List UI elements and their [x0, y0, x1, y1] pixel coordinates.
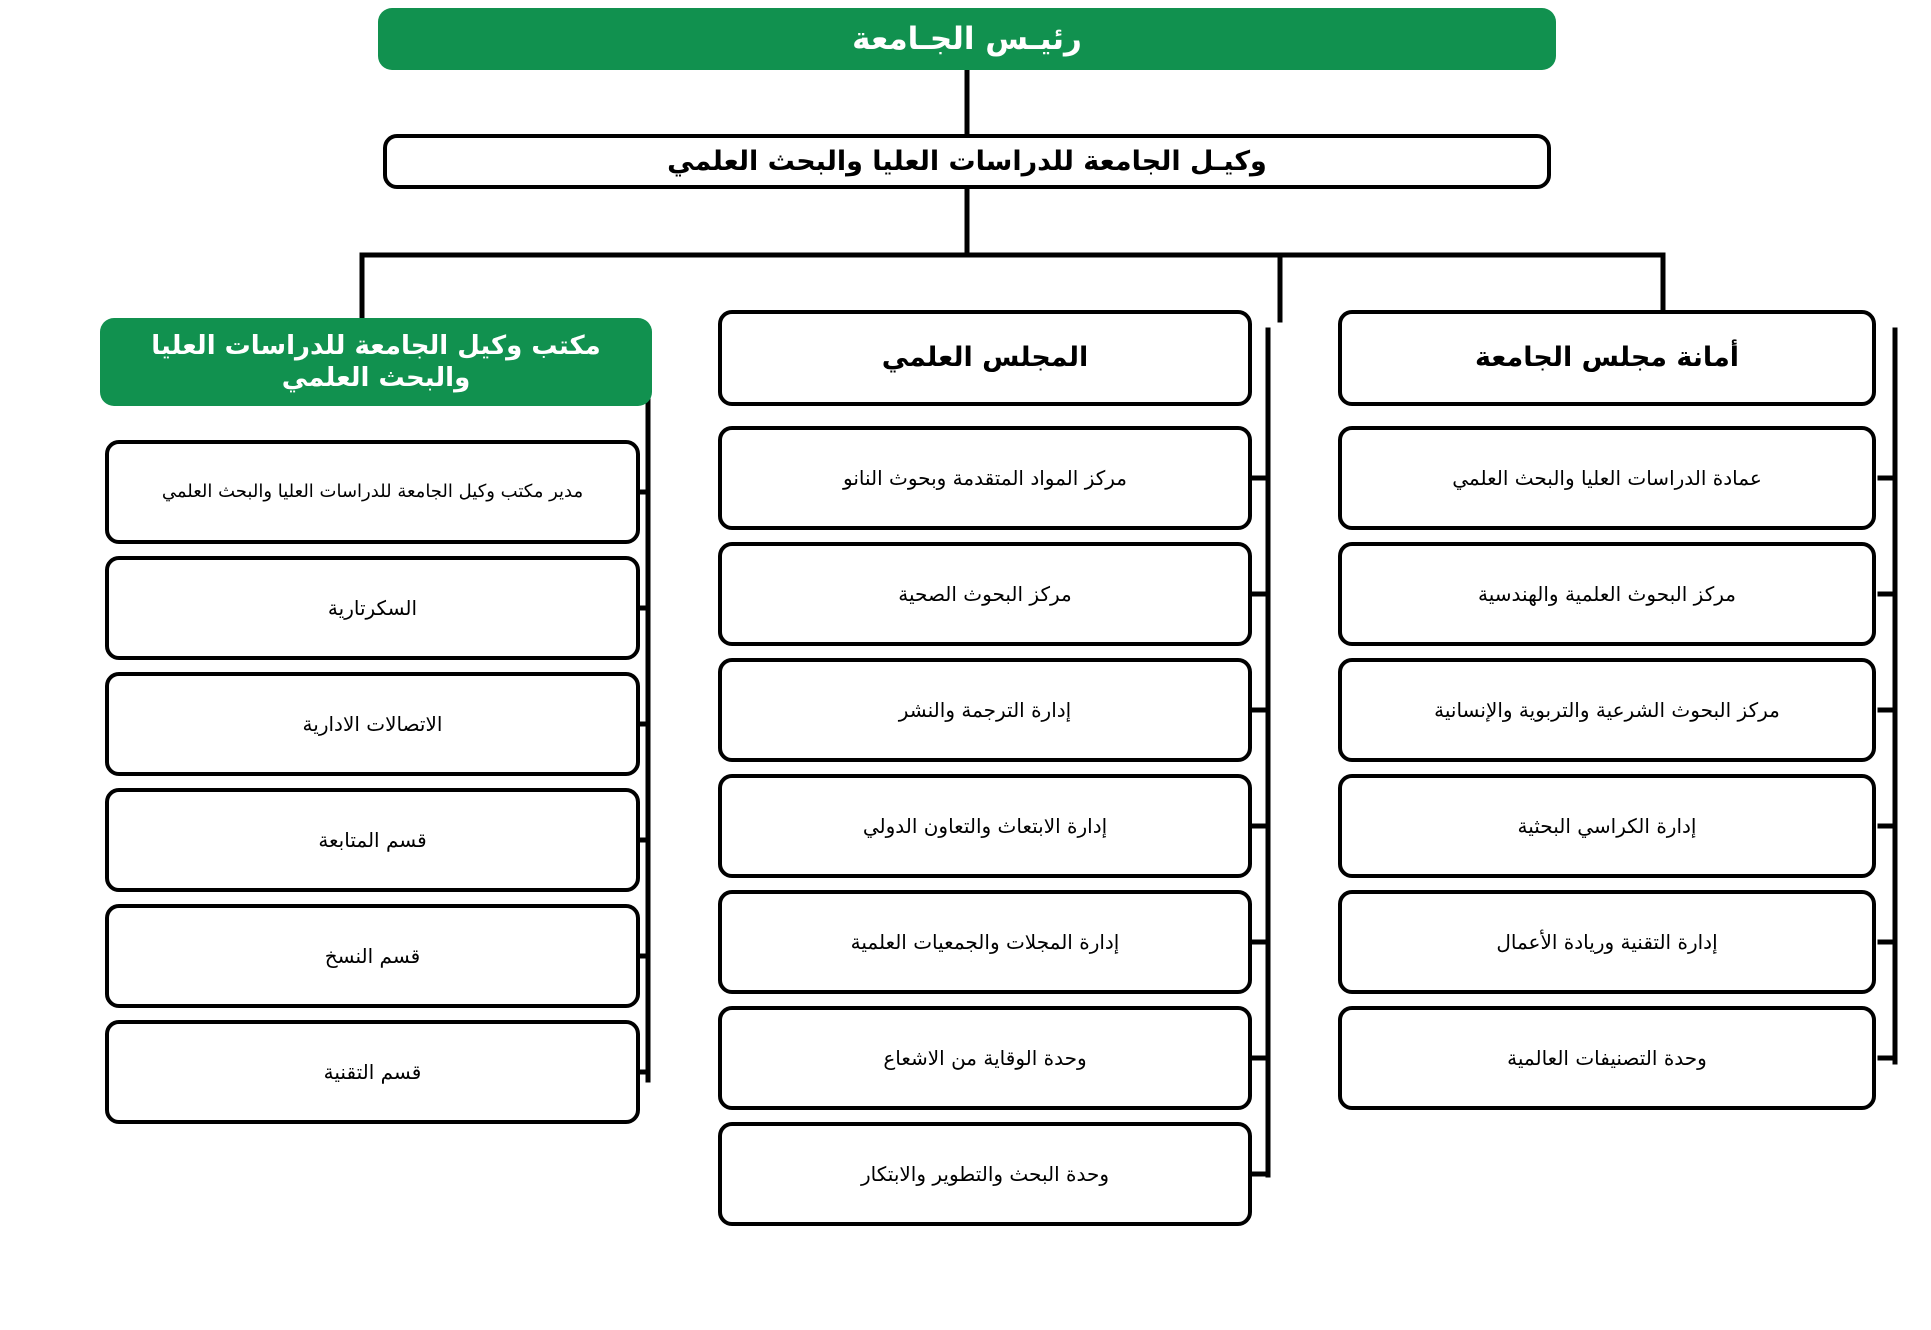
node-office-item-2[interactable]: السكرتارية [105, 556, 640, 660]
node-office-item-3[interactable]: الاتصالات الادارية [105, 672, 640, 776]
node-council-item-1[interactable]: مركز المواد المتقدمة وبحوث النانو [718, 426, 1252, 530]
node-secretariat-item-1-label: عمادة الدراسات العليا والبحث العلمي [1452, 465, 1762, 490]
node-secretariat-item-6[interactable]: وحدة التصنيفات العالمية [1338, 1006, 1876, 1110]
node-secretariat-item-6-label: وحدة التصنيفات العالمية [1507, 1045, 1707, 1070]
node-council-item-5-label: إدارة المجلات والجمعيات العلمية [850, 929, 1120, 954]
node-office-header[interactable]: مكتب وكيل الجامعة للدراسات العليا والبحث… [100, 318, 652, 406]
node-office-item-6-label: قسم التقنية [323, 1059, 422, 1084]
node-secretariat-item-3-label: مركز البحوث الشرعية والتربوية والإنسانية [1434, 697, 1780, 722]
node-council-item-6[interactable]: وحدة الوقاية من الاشعاع [718, 1006, 1252, 1110]
node-secretariat-item-2[interactable]: مركز البحوث العلمية والهندسية [1338, 542, 1876, 646]
node-secretariat-item-5[interactable]: إدارة التقنية وريادة الأعمال [1338, 890, 1876, 994]
node-council-item-5[interactable]: إدارة المجلات والجمعيات العلمية [718, 890, 1252, 994]
node-secretariat-item-4-label: إدارة الكراسي البحثية [1517, 813, 1697, 838]
node-council-item-2-label: مركز البحوث الصحية [898, 581, 1072, 606]
node-office-item-2-label: السكرتارية [327, 595, 418, 620]
node-university-president-label: رئيـس الجـامعة [852, 20, 1082, 57]
node-secretariat-item-2-label: مركز البحوث العلمية والهندسية [1478, 581, 1736, 606]
node-vice-president[interactable]: وكيـل الجامعة للدراسات العليا والبحث الع… [383, 134, 1551, 189]
node-council-item-7[interactable]: وحدة البحث والتطوير والابتكار [718, 1122, 1252, 1226]
node-council-item-2[interactable]: مركز البحوث الصحية [718, 542, 1252, 646]
node-council-item-3-label: إدارة الترجمة والنشر [898, 697, 1072, 722]
node-office-item-3-label: الاتصالات الادارية [302, 711, 443, 736]
node-secretariat-item-1[interactable]: عمادة الدراسات العليا والبحث العلمي [1338, 426, 1876, 530]
node-secretariat-header[interactable]: أمانة مجلس الجامعة [1338, 310, 1876, 406]
node-office-item-1[interactable]: مدير مكتب وكيل الجامعة للدراسات العليا و… [105, 440, 640, 544]
node-secretariat-item-4[interactable]: إدارة الكراسي البحثية [1338, 774, 1876, 878]
node-office-item-5-label: قسم النسخ [324, 943, 421, 968]
node-council-item-7-label: وحدة البحث والتطوير والابتكار [860, 1161, 1109, 1186]
node-council-item-4-label: إدارة الابتعاث والتعاون الدولي [862, 813, 1108, 838]
node-office-item-4[interactable]: قسم المتابعة [105, 788, 640, 892]
node-office-item-5[interactable]: قسم النسخ [105, 904, 640, 1008]
node-council-item-6-label: وحدة الوقاية من الاشعاع [883, 1045, 1087, 1070]
node-office-header-label: مكتب وكيل الجامعة للدراسات العليا والبحث… [151, 330, 601, 394]
node-university-president[interactable]: رئيـس الجـامعة [378, 8, 1556, 70]
node-council-header-label: المجلس العلمي [881, 342, 1089, 374]
node-office-item-1-label: مدير مكتب وكيل الجامعة للدراسات العليا و… [161, 480, 584, 502]
node-office-item-4-label: قسم المتابعة [318, 827, 427, 852]
node-council-item-4[interactable]: إدارة الابتعاث والتعاون الدولي [718, 774, 1252, 878]
node-secretariat-item-3[interactable]: مركز البحوث الشرعية والتربوية والإنسانية [1338, 658, 1876, 762]
node-council-item-3[interactable]: إدارة الترجمة والنشر [718, 658, 1252, 762]
node-council-item-1-label: مركز المواد المتقدمة وبحوث النانو [842, 465, 1127, 490]
node-council-header[interactable]: المجلس العلمي [718, 310, 1252, 406]
node-secretariat-header-label: أمانة مجلس الجامعة [1474, 342, 1740, 374]
node-vice-president-label: وكيـل الجامعة للدراسات العليا والبحث الع… [667, 145, 1267, 177]
node-office-item-6[interactable]: قسم التقنية [105, 1020, 640, 1124]
node-secretariat-item-5-label: إدارة التقنية وريادة الأعمال [1496, 929, 1718, 954]
